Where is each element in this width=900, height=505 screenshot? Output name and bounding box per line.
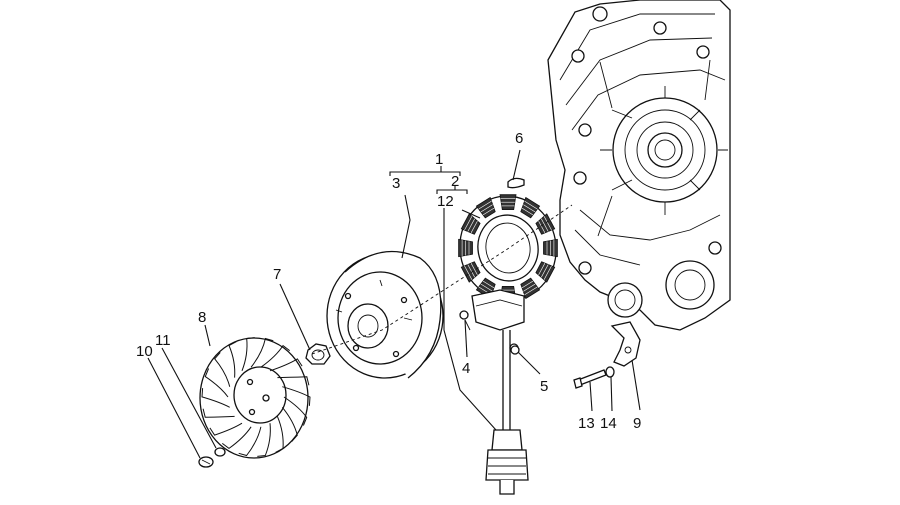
stator-winding-line [543, 216, 552, 231]
callout-6: 6 [515, 130, 523, 147]
stator-winding-line [538, 220, 546, 233]
stator-winding-line [470, 263, 478, 276]
stator-winding-line [464, 216, 473, 231]
stator-winding-line [482, 280, 495, 289]
fan-blade [281, 406, 298, 442]
part-4-screw [464, 319, 471, 331]
part-6-key [507, 177, 525, 189]
stator-winding-line [478, 200, 492, 210]
fan-blade [269, 358, 303, 372]
callout-13: 13 [578, 415, 595, 432]
fan-blade [282, 386, 311, 406]
stator-pole [535, 213, 556, 235]
stator-winding-line [467, 218, 475, 232]
stator-winding-line [543, 265, 552, 280]
stator-winding-line [470, 220, 478, 233]
part-5-screw [510, 345, 520, 355]
callout-12: 12 [437, 193, 454, 210]
callout-9: 9 [633, 415, 641, 432]
part-9-bracket [610, 321, 641, 367]
stator-pole [460, 261, 481, 283]
part-3-flywheel [326, 250, 444, 379]
stator-winding-line [524, 200, 538, 210]
fan-blade [209, 422, 243, 436]
fan-blade [250, 337, 274, 368]
fan-blade [204, 368, 229, 398]
callout-11: 11 [155, 332, 171, 349]
fan-blade [283, 396, 308, 426]
stator-winding-line [482, 207, 495, 216]
part-14-washer [605, 366, 615, 378]
part-13-bolt [573, 369, 607, 389]
fan-blade [201, 388, 230, 408]
stator-winding-line [480, 283, 493, 292]
stator-winding-line [538, 263, 546, 276]
fan-blade [277, 376, 310, 386]
callout-7: 7 [273, 266, 281, 283]
callout-5: 5 [540, 378, 548, 395]
fan-blade [260, 344, 290, 368]
fan-blade [241, 337, 255, 371]
fan-blade [202, 408, 235, 418]
callout-1: 1 [435, 151, 443, 168]
fan-blade [257, 423, 271, 457]
fan-blade [228, 341, 237, 378]
callout-14: 14 [600, 415, 617, 432]
stator-pole [520, 196, 541, 219]
fan-blade [222, 426, 252, 450]
part-7-nut [305, 343, 331, 365]
stator-pole [520, 277, 541, 300]
stator-winding-line [521, 280, 534, 289]
callout-3: 3 [392, 175, 400, 192]
stator-winding-line [523, 283, 536, 292]
stator-winding-line [480, 204, 493, 213]
callout-4: 4 [462, 360, 470, 377]
stator-winding-line [541, 218, 549, 232]
callout-2: 2 [451, 173, 459, 190]
stator-winding-line [541, 264, 549, 278]
crankcase-housing [547, 0, 731, 331]
stator-pole [475, 196, 496, 219]
stator-winding-line [464, 265, 473, 280]
part-11-washer [214, 447, 226, 457]
stator-winding-line [467, 264, 475, 278]
leader-lines [147, 149, 641, 459]
part-8-cooling-fan [199, 337, 311, 459]
fan-blade [214, 352, 231, 387]
stator-winding-line [524, 286, 538, 296]
stator-winding-line [523, 204, 536, 213]
stator-pole [460, 213, 481, 235]
stator-winding-line [521, 207, 534, 216]
part-10-screw [198, 456, 214, 468]
callouts: 1 3 2 12 6 7 8 11 10 4 5 13 14 9 [136, 130, 641, 432]
part-12-stator [458, 194, 558, 495]
callout-10: 10 [136, 343, 153, 360]
fan-blade [238, 426, 262, 457]
stator-pole [535, 261, 556, 283]
callout-8: 8 [198, 309, 206, 326]
fan-blade [275, 416, 284, 453]
